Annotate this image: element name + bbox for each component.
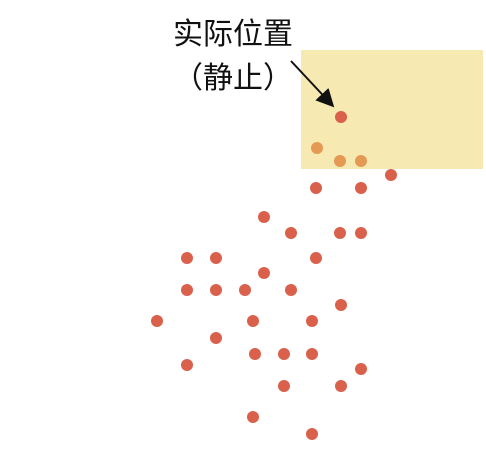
scatter-dot bbox=[385, 169, 397, 181]
scatter-dot bbox=[285, 284, 297, 296]
scatter-dot bbox=[306, 315, 318, 327]
scatter-dot bbox=[306, 348, 318, 360]
scatter-dot bbox=[151, 315, 163, 327]
highlight-dot bbox=[334, 155, 346, 167]
scatter-dot bbox=[278, 348, 290, 360]
annotation-line-1: 实际位置 bbox=[173, 17, 293, 52]
scatter-dot bbox=[285, 227, 297, 239]
annotation-line-2: （静止） bbox=[173, 61, 293, 96]
dots-layer bbox=[151, 111, 397, 440]
scatter-dot bbox=[355, 227, 367, 239]
scatter-dot bbox=[310, 182, 322, 194]
scatter-dot bbox=[210, 332, 222, 344]
annotation-arrow bbox=[290, 60, 335, 108]
highlight-dot bbox=[311, 142, 323, 154]
scatter-dot bbox=[181, 252, 193, 264]
scatter-dot bbox=[335, 380, 347, 392]
scatter-dot bbox=[247, 315, 259, 327]
scatter-dot bbox=[258, 267, 270, 279]
scatter-dot bbox=[181, 284, 193, 296]
actual-position-dot bbox=[335, 111, 347, 123]
scatter-dot bbox=[278, 380, 290, 392]
scatter-dot bbox=[239, 284, 251, 296]
scatter-dot bbox=[334, 227, 346, 239]
scatter-dot bbox=[210, 284, 222, 296]
scatter-dot bbox=[181, 359, 193, 371]
highlight-dot bbox=[355, 155, 367, 167]
scatter-dot bbox=[258, 211, 270, 223]
scatter-dot bbox=[355, 182, 367, 194]
scatter-dot bbox=[310, 252, 322, 264]
scatter-dot bbox=[247, 411, 259, 423]
scatter-dot bbox=[335, 299, 347, 311]
highlight-region bbox=[301, 50, 483, 169]
scatter-dot bbox=[210, 252, 222, 264]
scatter-dot bbox=[249, 348, 261, 360]
scatter-dot bbox=[306, 428, 318, 440]
scatter-dot bbox=[355, 363, 367, 375]
